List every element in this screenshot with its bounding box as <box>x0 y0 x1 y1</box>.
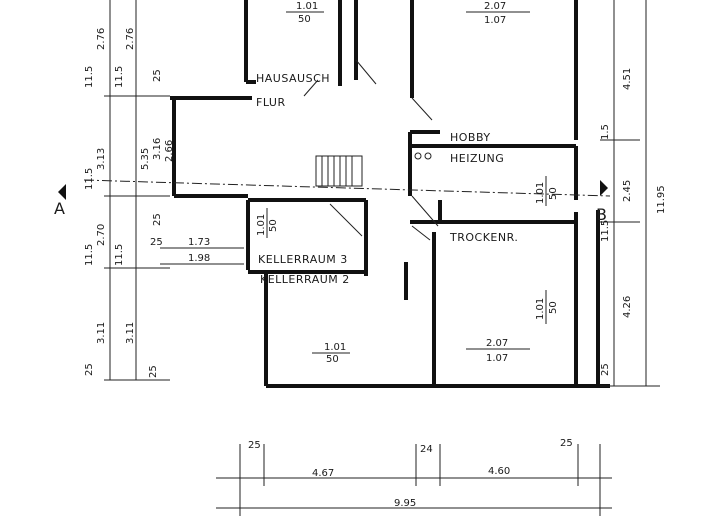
svg-text:50: 50 <box>268 219 279 232</box>
bottom-dimensions: 25 24 25 4.67 4.60 9.95 <box>216 438 612 516</box>
svg-text:1.01: 1.01 <box>535 182 546 204</box>
svg-text:11.5: 11.5 <box>84 66 95 88</box>
svg-text:25: 25 <box>248 440 261 451</box>
svg-text:11.5: 11.5 <box>84 244 95 266</box>
room-hobby: HOBBY <box>450 131 491 144</box>
window-keller2: 1.01 50 <box>312 342 350 365</box>
svg-text:25: 25 <box>150 237 163 248</box>
svg-text:2.07: 2.07 <box>484 1 506 12</box>
room-hausausch: HAUSAUSCH <box>256 72 330 85</box>
svg-text:4.51: 4.51 <box>622 68 633 90</box>
room-heizung: HEIZUNG <box>450 152 504 165</box>
svg-text:4.26: 4.26 <box>622 296 633 318</box>
svg-text:25: 25 <box>560 438 573 449</box>
svg-text:2.76: 2.76 <box>125 28 136 50</box>
doors-and-stair <box>303 59 439 241</box>
svg-text:3.13: 3.13 <box>96 148 107 170</box>
window-top-right: 2.07 1.07 <box>466 1 530 26</box>
window-trocken: 1.01 50 <box>535 290 559 324</box>
section-arrow-b <box>600 180 608 196</box>
svg-text:50: 50 <box>326 354 339 365</box>
svg-text:1.01: 1.01 <box>324 342 346 353</box>
heater-symbol <box>424 152 432 160</box>
svg-text:1.73: 1.73 <box>188 237 210 248</box>
section-arrow-a <box>58 184 66 200</box>
section-mark-a: A <box>54 199 65 218</box>
window-keller3: 1.01 50 <box>256 208 279 238</box>
window-heizung: 1.01 50 <box>535 176 559 206</box>
svg-text:1.01: 1.01 <box>296 1 318 12</box>
svg-text:4.60: 4.60 <box>488 466 510 477</box>
svg-text:1.01: 1.01 <box>535 298 546 320</box>
left-dimensions: 2.76 3.13 2.70 3.11 2.76 5.35 3.16 2.66 … <box>84 0 244 381</box>
room-flur: FLUR <box>256 96 286 109</box>
right-dimensions: 1.5 2.45 11.5 25 4.51 4.26 11.95 <box>600 0 667 387</box>
window-top-left: 1.01 50 <box>286 1 324 25</box>
svg-text:9.95: 9.95 <box>394 498 416 509</box>
section-mark-b: B <box>596 205 607 224</box>
window-trocken-bottom: 2.07 1.07 <box>466 338 530 364</box>
svg-text:2.70: 2.70 <box>96 224 107 246</box>
svg-text:1.07: 1.07 <box>486 353 508 364</box>
svg-text:5.35: 5.35 <box>140 148 151 170</box>
svg-text:3.11: 3.11 <box>96 322 107 344</box>
svg-text:1.98: 1.98 <box>188 253 210 264</box>
walls <box>170 0 610 388</box>
svg-text:25: 25 <box>600 363 611 376</box>
svg-text:11.95: 11.95 <box>656 185 667 214</box>
svg-text:50: 50 <box>298 14 311 25</box>
window-annotations: 1.01 50 2.07 1.07 1.01 50 1.01 50 1.01 5… <box>256 1 559 365</box>
section-line <box>83 179 611 197</box>
svg-text:25: 25 <box>148 365 159 378</box>
svg-text:2.45: 2.45 <box>622 180 633 202</box>
room-kellerraum2: KELLERRAUM 2 <box>260 273 350 286</box>
svg-text:50: 50 <box>548 187 559 200</box>
svg-text:3.11: 3.11 <box>125 322 136 344</box>
svg-text:25: 25 <box>84 363 95 376</box>
svg-text:11.5: 11.5 <box>84 168 95 190</box>
svg-text:2.07: 2.07 <box>486 338 508 349</box>
svg-text:2.66: 2.66 <box>164 140 175 162</box>
svg-text:11.5: 11.5 <box>114 66 125 88</box>
svg-text:3.16: 3.16 <box>152 138 163 160</box>
svg-text:1.5: 1.5 <box>600 124 611 140</box>
stair <box>315 155 363 187</box>
svg-text:25: 25 <box>152 213 163 226</box>
room-labels: HAUSAUSCH FLUR HOBBY HEIZUNG TROCKENR. K… <box>256 72 518 286</box>
svg-text:1.07: 1.07 <box>484 15 506 26</box>
svg-text:25: 25 <box>152 69 163 82</box>
svg-text:50: 50 <box>548 301 559 314</box>
svg-text:24: 24 <box>420 444 433 455</box>
svg-text:11.5: 11.5 <box>600 220 611 242</box>
heater-symbol <box>414 152 422 160</box>
svg-text:1.01: 1.01 <box>256 214 267 236</box>
room-kellerraum3: KELLERRAUM 3 <box>258 253 348 266</box>
svg-text:4.67: 4.67 <box>312 468 334 479</box>
room-trockenr: TROCKENR. <box>449 231 518 244</box>
svg-text:2.76: 2.76 <box>96 28 107 50</box>
svg-text:11.5: 11.5 <box>114 244 125 266</box>
